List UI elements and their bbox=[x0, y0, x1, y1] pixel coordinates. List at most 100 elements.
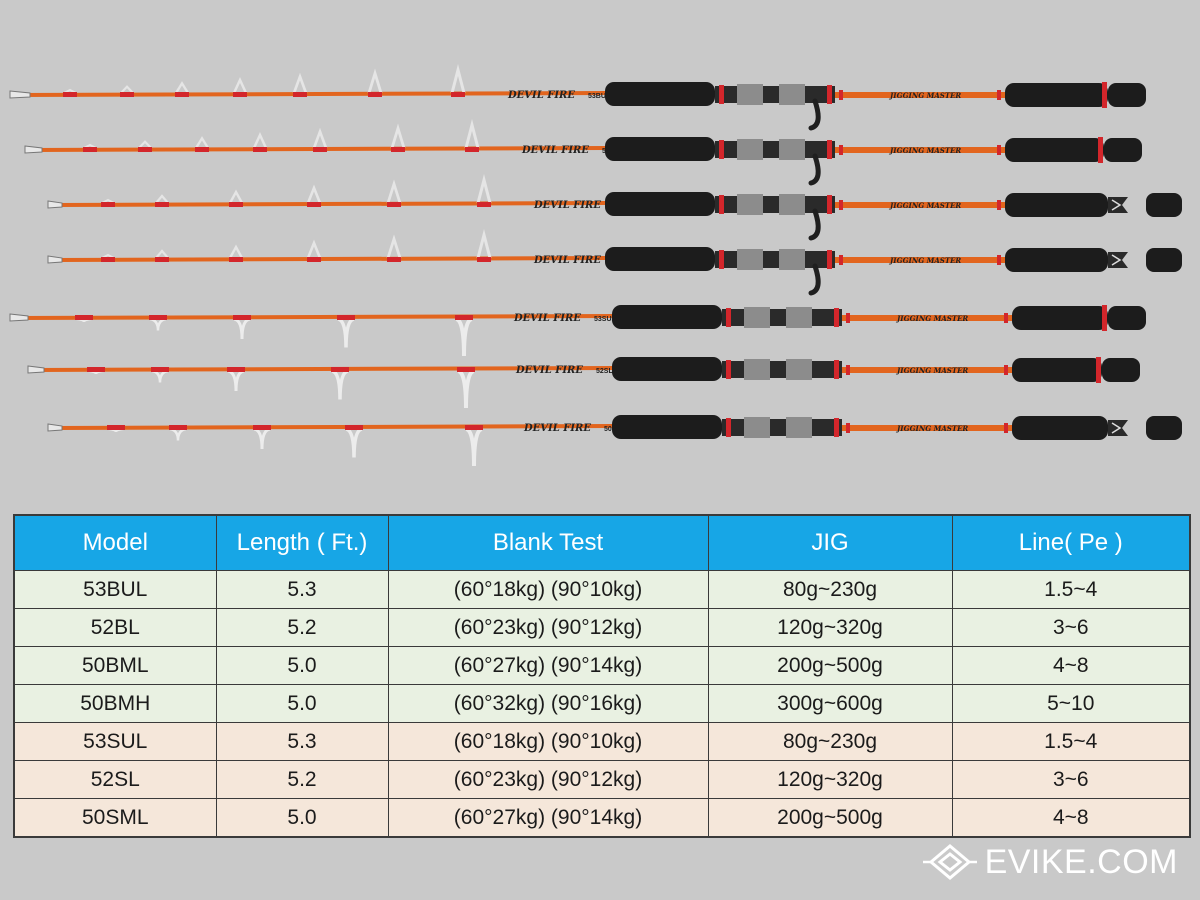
line-guide bbox=[292, 72, 308, 94]
spec-table: Model Length ( Ft.) Blank Test JIG Line(… bbox=[13, 514, 1191, 838]
rod-series-label: JIGGING MASTER bbox=[895, 366, 968, 375]
line-guide bbox=[306, 239, 322, 259]
seat-wrap bbox=[834, 308, 839, 327]
blank-wrap bbox=[997, 255, 1001, 265]
table-row: 50BML 5.0 (60°27kg) (90°14kg) 200g~500g … bbox=[13, 646, 1191, 685]
header-model: Model bbox=[13, 514, 217, 571]
cell-jig: 120g~320g bbox=[707, 760, 953, 799]
seat-wrap bbox=[719, 195, 724, 214]
butt-wrap bbox=[1102, 305, 1107, 331]
seat-wrap bbox=[834, 418, 839, 437]
line-guide bbox=[232, 77, 248, 94]
guide-wrap bbox=[101, 202, 115, 207]
line-guide bbox=[155, 194, 169, 204]
rod-blank bbox=[16, 314, 614, 320]
guide-wrap bbox=[151, 367, 169, 372]
guide-wrap bbox=[387, 257, 401, 262]
guide-wrap bbox=[477, 257, 491, 262]
cell-jig: 300g~600g bbox=[707, 684, 953, 723]
cell-line: 1.5~4 bbox=[951, 570, 1191, 609]
reel-seat bbox=[722, 361, 842, 378]
header-length: Length ( Ft.) bbox=[215, 514, 389, 571]
rod-brand-label: DEVIL FIRE bbox=[523, 423, 591, 434]
cell-model: 52BL bbox=[13, 608, 217, 647]
cell-model: 53SUL bbox=[13, 722, 217, 761]
guide-wrap bbox=[465, 425, 483, 430]
seat-wrap bbox=[719, 85, 724, 104]
reel-seat-ring bbox=[744, 417, 770, 438]
line-guide bbox=[151, 369, 169, 383]
guide-wrap bbox=[465, 147, 479, 152]
rear-grip bbox=[1005, 193, 1108, 217]
guide-wrap bbox=[253, 425, 271, 430]
header-jig: JIG bbox=[707, 514, 953, 571]
line-guide bbox=[465, 427, 483, 467]
rod-blank bbox=[16, 91, 607, 97]
butt-joint bbox=[1108, 420, 1128, 436]
reel-seat bbox=[722, 309, 842, 326]
cell-blank-test: (60°23kg) (90°12kg) bbox=[387, 608, 709, 647]
table-row: 52SL 5.2 (60°23kg) (90°12kg) 120g~320g 3… bbox=[13, 760, 1191, 799]
guide-wrap bbox=[229, 202, 243, 207]
line-guide bbox=[476, 174, 492, 204]
cell-blank-test: (60°27kg) (90°14kg) bbox=[387, 646, 709, 685]
cell-line: 4~8 bbox=[951, 798, 1191, 838]
fore-grip bbox=[605, 247, 715, 271]
cell-length: 5.0 bbox=[215, 646, 389, 685]
guide-wrap bbox=[107, 425, 125, 430]
cell-length: 5.3 bbox=[215, 722, 389, 761]
guide-wrap bbox=[87, 367, 105, 372]
line-guide bbox=[390, 123, 406, 149]
line-guide bbox=[138, 140, 152, 149]
guide-wrap bbox=[83, 147, 97, 152]
watermark: EVIKE.COM bbox=[922, 842, 1178, 882]
joint-pin bbox=[1111, 199, 1122, 211]
cell-length: 5.0 bbox=[215, 798, 389, 838]
blank-wrap bbox=[839, 200, 843, 210]
blank-wrap bbox=[997, 90, 1001, 100]
reel-seat-ring bbox=[779, 84, 805, 105]
guide-wrap bbox=[63, 92, 77, 97]
trigger bbox=[808, 208, 821, 241]
reel-seat bbox=[722, 419, 842, 436]
rear-grip bbox=[1005, 83, 1108, 107]
blank-wrap bbox=[839, 90, 843, 100]
rod-blank bbox=[54, 201, 607, 207]
guide-wrap bbox=[368, 92, 382, 97]
rod-series-label: JIGGING MASTER bbox=[895, 424, 968, 433]
butt-wrap bbox=[1096, 357, 1101, 383]
guide-wrap bbox=[120, 92, 134, 97]
guide-wrap bbox=[233, 92, 247, 97]
detached-butt-cap bbox=[1146, 416, 1182, 440]
line-guide bbox=[331, 369, 349, 400]
blank-wrap bbox=[846, 365, 850, 375]
seat-wrap bbox=[827, 140, 832, 159]
guide-wrap bbox=[233, 315, 251, 320]
guide-wrap bbox=[391, 147, 405, 152]
seat-wrap bbox=[834, 360, 839, 379]
table-header-row: Model Length ( Ft.) Blank Test JIG Line(… bbox=[13, 514, 1191, 571]
rear-grip bbox=[1005, 248, 1108, 272]
butt-wrap bbox=[1102, 82, 1107, 108]
butt-cap bbox=[1108, 83, 1146, 107]
guide-wrap bbox=[345, 425, 363, 430]
reel-seat-ring bbox=[786, 359, 812, 380]
fore-grip bbox=[605, 82, 715, 106]
evike-logo-icon bbox=[922, 844, 977, 880]
butt-cap bbox=[1108, 306, 1146, 330]
table-row: 52BL 5.2 (60°23kg) (90°12kg) 120g~320g 3… bbox=[13, 608, 1191, 647]
reel-seat-ring bbox=[779, 194, 805, 215]
line-guide bbox=[345, 427, 363, 458]
cell-line: 4~8 bbox=[951, 646, 1191, 685]
line-guide bbox=[450, 64, 466, 94]
tip-top bbox=[9, 90, 31, 99]
line-guide bbox=[312, 127, 328, 149]
line-guide bbox=[227, 369, 245, 392]
line-guide bbox=[195, 136, 209, 149]
tip-top bbox=[47, 423, 63, 432]
rod-blank bbox=[54, 256, 607, 262]
guide-wrap bbox=[149, 315, 167, 320]
rod-series-label: JIGGING MASTER bbox=[888, 256, 961, 265]
tip-top bbox=[24, 145, 43, 154]
rod-series-label: JIGGING MASTER bbox=[888, 146, 961, 155]
